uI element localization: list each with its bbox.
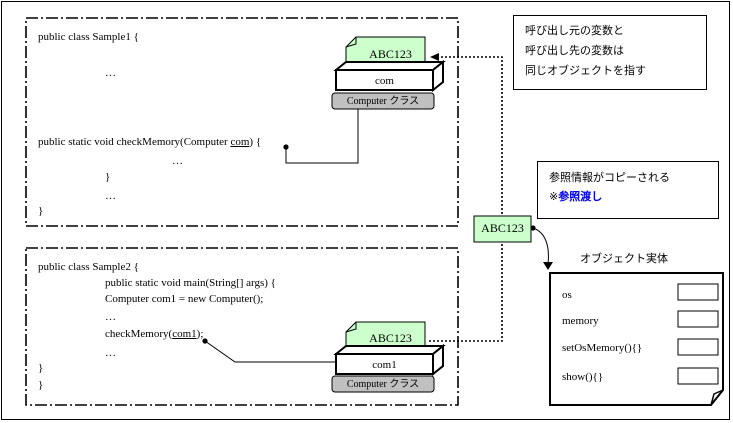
member-os: os <box>562 289 572 301</box>
class-label-bottom-bg <box>331 375 435 393</box>
call-name: checkMemory( <box>105 328 173 340</box>
method-signature: public static void checkMemory(Computer <box>38 136 231 148</box>
param-com: com <box>230 136 250 148</box>
member-setOsMemory: setOsMemory(){} <box>562 342 643 354</box>
code-sample2-new: Computer com1 = new Computer(); <box>105 293 264 305</box>
method-signature-end: ) { <box>249 136 262 148</box>
value-note-bottom-fold <box>345 322 357 333</box>
code-sample1-line1: public class Sample1 { <box>38 31 139 43</box>
ref-value: ABC123 <box>481 221 524 235</box>
value-bottom: ABC123 <box>369 331 412 345</box>
code-sample1-method: public static void checkMemory(Computer … <box>38 136 261 149</box>
value-note-top-fold <box>345 37 357 48</box>
code-sample2-main: public static void main(String[] args) { <box>105 277 276 289</box>
value-top: ABC123 <box>369 47 412 61</box>
code-sample1-ellipsis3: … <box>105 190 116 202</box>
note-same-object: 呼び出し元の変数と 呼び出し先の変数は 同じオブジェクトを指す <box>513 15 707 90</box>
var-name-top: com <box>375 75 394 87</box>
var-name-bottom: com1 <box>372 359 397 371</box>
member-memory: memory <box>562 315 599 327</box>
connector-com1 <box>204 340 338 363</box>
arg-com1: com1 <box>172 328 197 340</box>
object-fold <box>710 389 724 406</box>
note-reference-copy: 参照情報がコピーされる ※参照渡し <box>537 161 719 219</box>
box-bottom-front <box>335 353 434 375</box>
class-label-top: Computer クラス <box>346 96 420 107</box>
note-mid-line1: 参照情報がコピーされる <box>549 171 670 184</box>
member-slot-setOsMemory <box>677 338 719 356</box>
sample2-container <box>25 247 459 406</box>
reference-arrowhead <box>430 53 439 61</box>
note-mid-line2: ※参照渡し <box>549 190 602 203</box>
note-mid-prefix: ※ <box>549 190 559 203</box>
member-slot-show <box>677 367 719 385</box>
code-sample2-ellipsis2: … <box>105 347 116 359</box>
connector-dot-com1 <box>202 338 208 344</box>
member-slot-memory <box>677 310 719 328</box>
object-title: オブジェクト実体 <box>580 252 668 265</box>
member-slot-os <box>677 283 719 301</box>
note-top-line3: 同じオブジェクトを指す <box>525 64 646 77</box>
box-top-front <box>335 69 434 91</box>
object-arrow <box>532 227 549 265</box>
code-sample2-close-method: } <box>38 362 44 374</box>
call-end: ); <box>196 328 204 340</box>
member-show: show(){} <box>562 371 604 383</box>
code-sample2-line1: public class Sample2 { <box>38 261 139 273</box>
class-label-top-bg <box>331 92 435 110</box>
note-top-line2: 呼び出し先の変数は <box>525 44 624 57</box>
ref-value-box <box>473 215 532 243</box>
code-sample2-close-class: } <box>38 379 44 391</box>
class-label-bottom: Computer クラス <box>346 379 420 390</box>
object-arrowhead <box>543 262 553 270</box>
code-sample1-ellipsis1: … <box>105 67 116 79</box>
code-sample1-close-class: } <box>38 205 44 217</box>
object-arrow-dot <box>530 225 536 231</box>
reference-dotted-line <box>427 56 503 342</box>
code-sample2-ellipsis1: … <box>105 311 116 323</box>
code-sample1-ellipsis2: … <box>172 155 183 167</box>
code-sample2-call: checkMemory(com1); <box>105 328 203 341</box>
box-top-face <box>333 61 446 71</box>
note-top-line1: 呼び出し元の変数と <box>525 24 624 37</box>
connector-dot-com <box>283 144 289 150</box>
sample1-container <box>25 17 459 227</box>
box-bottom-face <box>333 345 446 355</box>
code-sample1-close-method: } <box>105 171 111 183</box>
note-mid-highlight: 参照渡し <box>558 190 603 203</box>
